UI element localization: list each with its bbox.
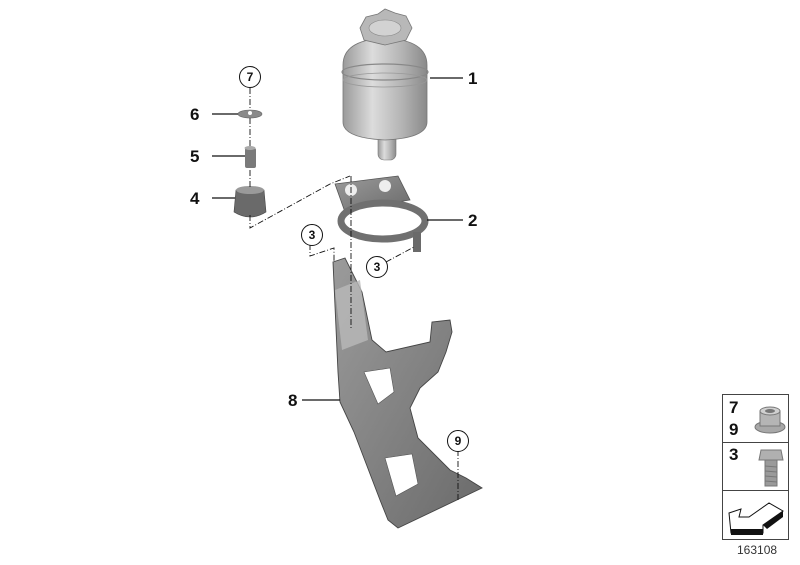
assembly-lines	[249, 88, 459, 500]
legend-label-3: 3	[729, 445, 739, 464]
bracket-part-8	[302, 257, 483, 529]
reservoir-part-1	[341, 8, 463, 161]
legend-row-direction	[723, 491, 788, 539]
legend-row-collar-nut: 7 9	[723, 395, 788, 443]
part-label-5: 5	[190, 147, 200, 166]
fastener-legend: 7 9 3	[722, 394, 789, 540]
callout-7: 7	[239, 66, 261, 88]
part-label-6: 6	[190, 105, 200, 124]
collar-nut-icon	[754, 406, 786, 434]
callout-3-upper: 3	[301, 224, 323, 246]
diagram-number: 163108	[737, 543, 778, 557]
part-label-8: 8	[288, 391, 298, 410]
hex-bolt-icon	[758, 449, 784, 487]
direction-arrow-icon	[728, 502, 784, 535]
legend-label-7: 7	[729, 398, 739, 417]
mount-parts	[212, 109, 267, 218]
callout-9: 9	[447, 430, 469, 452]
callout-3-lower: 3	[366, 256, 388, 278]
legend-row-hex-bolt: 3	[723, 442, 788, 491]
legend-label-9: 9	[729, 420, 739, 439]
part-label-2: 2	[468, 211, 478, 230]
clamp-part-2	[334, 175, 463, 252]
part-label-1: 1	[468, 69, 478, 88]
part-label-4: 4	[190, 189, 200, 208]
